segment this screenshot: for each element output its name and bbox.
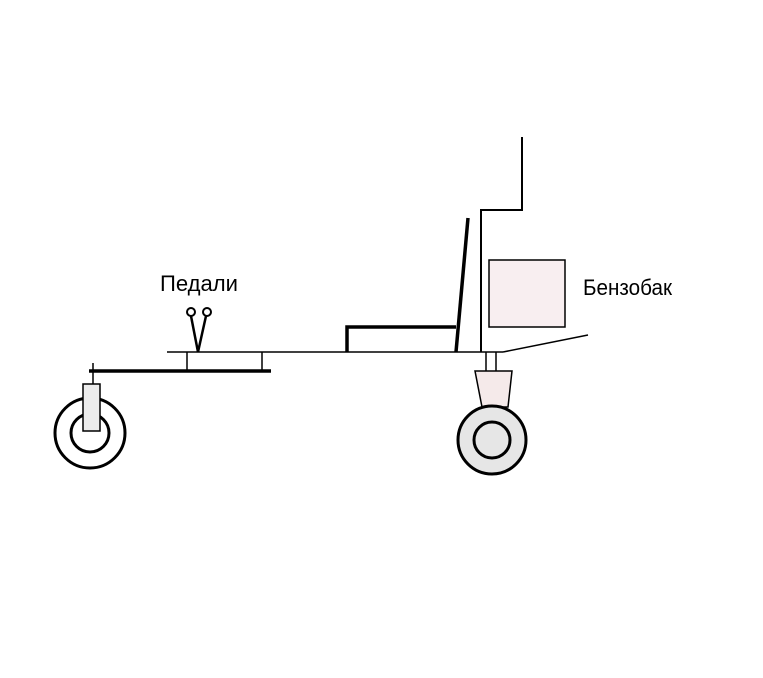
fuel-tank bbox=[488, 259, 566, 328]
seat bbox=[345, 325, 456, 352]
seat-back bbox=[454, 217, 470, 353]
fuselage-contour bbox=[480, 137, 523, 352]
fuel-tank-label: Бензобак bbox=[583, 275, 672, 300]
main-gear-fairing bbox=[474, 370, 513, 408]
pedals-label: Педали bbox=[160, 271, 238, 296]
main-wheel-hub bbox=[472, 420, 512, 460]
lower-contour bbox=[502, 334, 589, 353]
pedal-left bbox=[189, 315, 200, 353]
nose-gear-strut bbox=[82, 383, 101, 432]
pedal-left-end bbox=[186, 307, 196, 317]
pedal-right-end bbox=[202, 307, 212, 317]
pedal-right bbox=[196, 315, 208, 353]
